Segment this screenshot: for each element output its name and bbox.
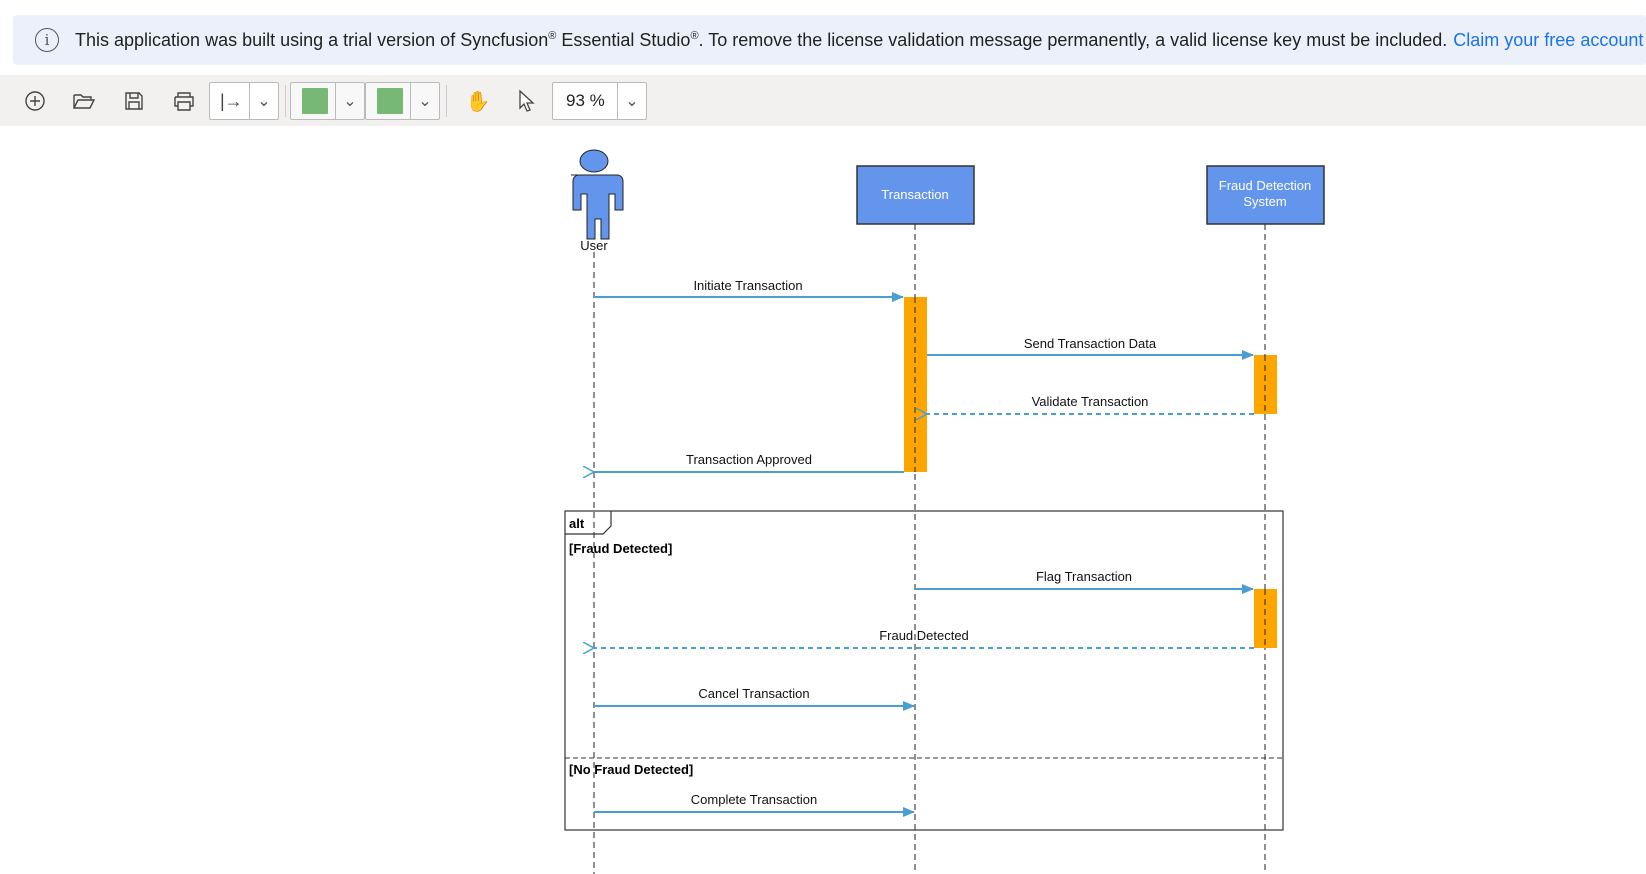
fill-color-icon xyxy=(302,88,328,114)
fraud-detection-participant[interactable]: Fraud Detection System xyxy=(1206,165,1325,225)
message-label: Transaction Approved xyxy=(686,452,812,467)
info-icon: i xyxy=(35,28,59,52)
zoom-dropdown[interactable]: 93 % ⌄ xyxy=(552,82,647,120)
save-icon[interactable] xyxy=(119,82,149,120)
message-label: Fraud Detected xyxy=(879,628,969,643)
fill-color-picker[interactable]: ⌄ xyxy=(290,82,365,120)
message-label: Validate Transaction xyxy=(1032,394,1149,409)
guard-fraud-detected: [Fraud Detected] xyxy=(569,541,672,556)
banner-text: This application was built using a trial… xyxy=(75,29,1448,50)
sequence-diagram: User Transaction Fraud Detection System … xyxy=(564,149,1325,874)
zoom-value: 93 % xyxy=(566,91,605,110)
pan-hand-icon[interactable]: ✋ xyxy=(465,90,491,113)
divider xyxy=(446,85,447,117)
user-label: User xyxy=(580,238,608,253)
fraud-label-line1: Fraud Detection xyxy=(1219,178,1312,193)
fragment-type-label: alt xyxy=(569,516,585,531)
stroke-color-picker[interactable]: ⌄ xyxy=(365,82,440,120)
transaction-activation[interactable] xyxy=(904,297,927,472)
license-banner: i This application was built using a tri… xyxy=(13,15,1646,65)
print-icon[interactable] xyxy=(169,82,199,120)
chevron-down-icon[interactable]: ⌄ xyxy=(335,83,364,119)
export-icon: |→ xyxy=(220,90,243,111)
fraud-activation[interactable] xyxy=(1254,355,1277,414)
message-label: Cancel Transaction xyxy=(698,686,809,701)
fraud-label-line2: System xyxy=(1243,194,1286,209)
guard-no-fraud-detected: [No Fraud Detected] xyxy=(569,762,693,777)
toolbar: |→ ⌄ ⌄ ⌄ ✋ 93 % ⌄ xyxy=(0,75,1646,126)
plus-circle-icon[interactable] xyxy=(20,82,50,120)
chevron-down-icon[interactable]: ⌄ xyxy=(617,83,646,119)
export-button[interactable]: |→ ⌄ xyxy=(209,82,279,120)
message-label: Flag Transaction xyxy=(1036,569,1132,584)
claim-account-link[interactable]: Claim your free account xyxy=(1453,29,1644,50)
alt-fragment[interactable]: alt [Fraud Detected] [No Fraud Detected] xyxy=(564,510,1284,831)
pointer-icon[interactable] xyxy=(511,82,541,120)
chevron-down-icon[interactable]: ⌄ xyxy=(249,83,278,119)
folder-open-icon[interactable] xyxy=(69,82,99,120)
transaction-label: Transaction xyxy=(881,187,948,202)
transaction-participant[interactable]: Transaction xyxy=(856,165,975,225)
message-label: Send Transaction Data xyxy=(1024,336,1157,351)
message-label: Complete Transaction xyxy=(691,792,817,807)
fraud-activation[interactable] xyxy=(1254,589,1277,648)
stroke-color-icon xyxy=(377,88,403,114)
divider xyxy=(285,85,286,117)
chevron-down-icon[interactable]: ⌄ xyxy=(410,83,439,119)
message-label: Initiate Transaction xyxy=(693,278,802,293)
user-actor[interactable]: User xyxy=(571,149,624,253)
